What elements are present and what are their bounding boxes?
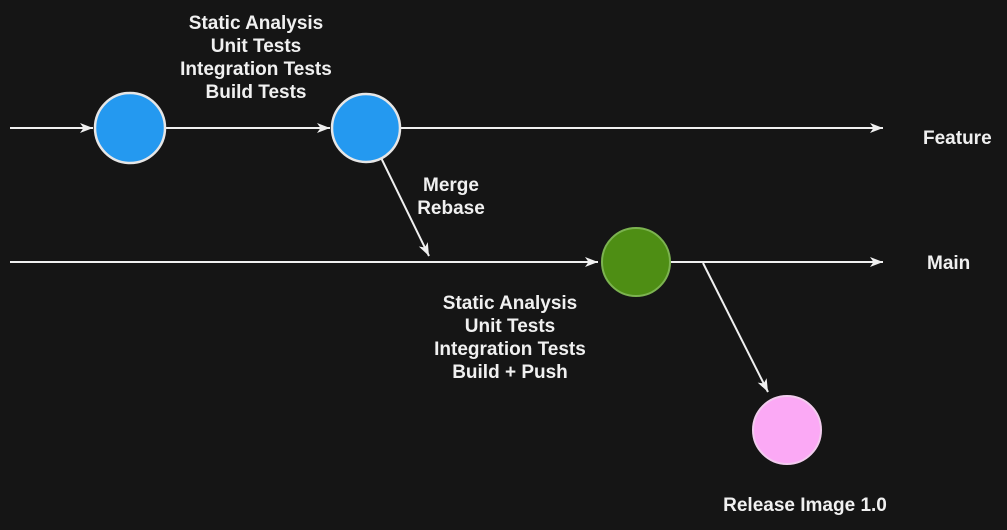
main-checks-line-3: Integration Tests — [434, 339, 586, 360]
main-checks-label: Static Analysis Unit Tests Integration T… — [410, 292, 610, 384]
feature-commit-node-2 — [330, 92, 402, 164]
merge-label-line-1: Merge — [423, 175, 479, 196]
main-checks-line-2: Unit Tests — [464, 316, 556, 337]
merge-label-line-2: Rebase — [417, 198, 485, 219]
feature-checks-line-4: Build Tests — [205, 82, 307, 103]
main-merge-commit-node — [601, 227, 671, 297]
release-arrow — [702, 262, 769, 393]
feature-checks-line-2: Unit Tests — [210, 36, 302, 57]
merge-rebase-label: Merge Rebase — [391, 174, 511, 220]
feature-commit-node-1 — [93, 91, 167, 165]
main-checks-line-1: Static Analysis — [442, 293, 578, 314]
feature-checks-line-3: Integration Tests — [180, 59, 332, 80]
main-checks-line-4: Build + Push — [452, 362, 568, 383]
feature-branch-label: Feature — [923, 128, 992, 149]
feature-checks-line-1: Static Analysis — [188, 13, 324, 34]
release-image-label: Release Image 1.0 — [723, 495, 887, 516]
feature-checks-label: Static Analysis Unit Tests Integration T… — [156, 12, 356, 104]
main-branch-label: Main — [927, 253, 971, 274]
release-node — [752, 395, 822, 465]
